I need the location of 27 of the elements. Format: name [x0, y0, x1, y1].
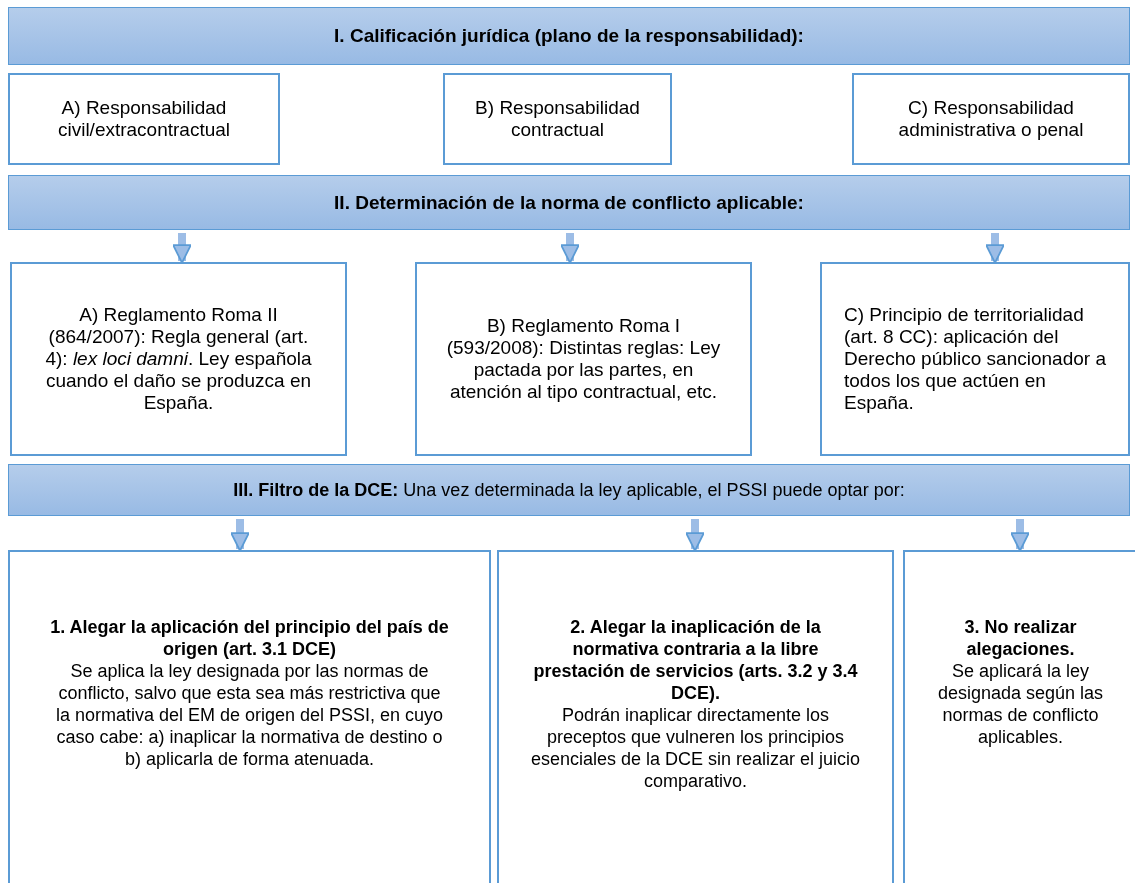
- section-heading: III. Filtro de la DCE: Una vez determinada la ley aplicable, el PSSI puede optar por:: [233, 479, 905, 501]
- text-box: [852, 73, 1130, 165]
- option-heading: 3. No realizar alegaciones.: [963, 616, 1078, 660]
- box-text: Podrán inaplicar directamente los preceptos que vulneren los principios esenciales de la DCE sin realizar el juicio comparativo.: [529, 704, 862, 792]
- section-heading: I. Calificación jurídica (plano de la responsabilidad):: [334, 25, 804, 47]
- box-text: C) Responsabilidad administrativa o penal: [897, 97, 1085, 141]
- box-text: Se aplica la ley designada por las normas de conflicto, salvo que esta sea más restrictiva que la normativa del EM de origen del PSSI, en cuyo caso cabe: a) inaplicar la normativa de destino o b) aplicarla de forma atenuada.: [54, 660, 445, 770]
- section-banner: [8, 7, 1130, 65]
- text-box: [497, 550, 894, 883]
- text-box: [820, 262, 1130, 456]
- section-banner: [8, 175, 1130, 230]
- text-box: [10, 262, 347, 456]
- text-box: [415, 262, 752, 456]
- text-box: [903, 550, 1135, 883]
- box-text: B) Responsabilidad contractual: [474, 97, 641, 141]
- text-box: [8, 550, 491, 883]
- text-box: [8, 73, 280, 165]
- box-text: Se aplicará la ley designada según las normas de conflicto aplicables.: [936, 660, 1105, 748]
- text-box: [443, 73, 672, 165]
- box-text: B) Reglamento Roma I (593/2008): Distintas reglas: Ley pactada por las partes, en atención al tipo contractual, etc.: [445, 315, 722, 403]
- box-text: A) Reglamento Roma II (864/2007): Regla general (art. 4): lex loci damni. Ley española cuando el daño se produzca en España.: [44, 304, 313, 414]
- box-text: A) Responsabilidad civil/extracontractual: [56, 97, 232, 141]
- option-heading: 1. Alegar la aplicación del principio del país de origen (art. 3.1 DCE): [50, 616, 449, 660]
- section-heading: II. Determinación de la norma de conflicto aplicable:: [334, 191, 804, 214]
- option-heading: 2. Alegar la inaplicación de la normativa contraria a la libre prestación de servicios (arts. 3.2 y 3.4 DCE).: [532, 616, 859, 704]
- box-text: C) Principio de territorialidad (art. 8 CC): aplicación del Derecho público sancionador a todos los que actúen en España.: [844, 304, 1107, 414]
- section-banner: [8, 464, 1130, 516]
